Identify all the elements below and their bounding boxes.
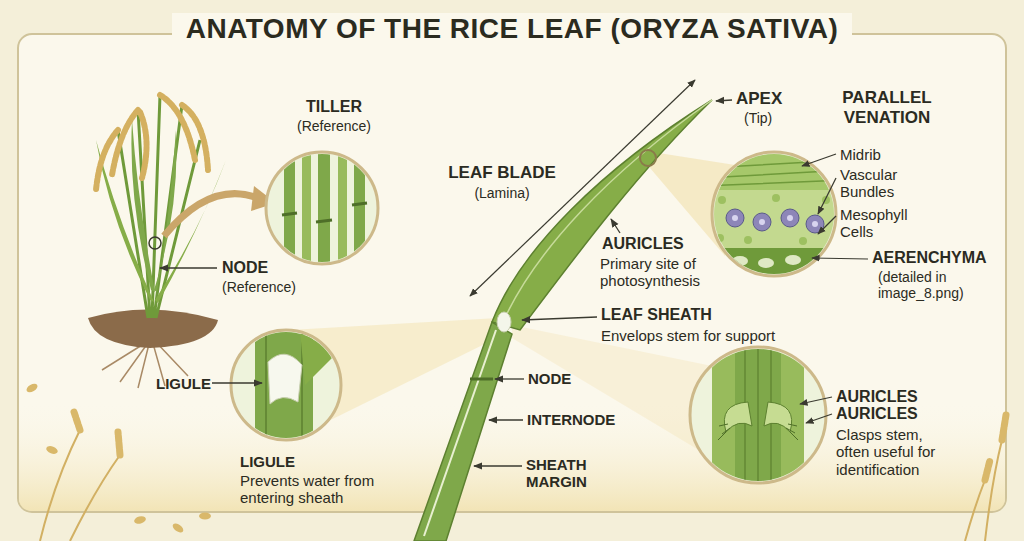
part-note: Midrib <box>840 146 881 163</box>
part-note: (Reference) <box>222 279 296 295</box>
part-label: LIGULE <box>240 453 295 470</box>
frame <box>18 34 1006 512</box>
part-note: Mesophyll Cells <box>840 206 920 241</box>
part-label: AURICLES <box>836 388 918 406</box>
rice-leaf <box>414 80 732 541</box>
auricle-zoom <box>690 345 832 485</box>
part-note: Envelops stem for support <box>601 327 775 344</box>
part-label: LEAF SHEATH <box>601 306 712 324</box>
part-note: (detailed in image_8.png) <box>878 269 996 301</box>
ligule-zoom <box>212 330 345 440</box>
part-note: (Lamina) <box>432 185 572 201</box>
part-note: Primary site of photosynthesis <box>600 255 714 290</box>
tiller-zoom <box>266 150 378 270</box>
part-label: SHEATH MARGIN <box>526 456 610 491</box>
part-note: Prevents water from entering sheath <box>240 472 380 507</box>
part-label: AERENCHYMA <box>872 249 987 267</box>
part-note: Vascular Bundles <box>840 166 920 201</box>
part-label: INTERNODE <box>527 411 615 428</box>
part-label: APEX <box>736 89 782 109</box>
part-label: NODE <box>528 370 571 387</box>
part-label: AURICLES <box>836 405 918 423</box>
part-label: TILLER <box>296 98 372 116</box>
wheat-decoration <box>25 382 1006 541</box>
part-note: Clasps stem, often useful for identifica… <box>836 426 958 478</box>
part-label: NODE <box>222 259 268 277</box>
title-bar: ANATOMY OF THE RICE LEAF (ORYZA SATIVA) <box>0 13 1024 45</box>
part-label: AURICLES <box>602 235 684 253</box>
part-note: (Reference) <box>286 118 382 134</box>
part-label: LIGULE <box>156 375 211 392</box>
part-label: PARALLEL VENATION <box>826 88 948 127</box>
diagram-title: ANATOMY OF THE RICE LEAF (ORYZA SATIVA) <box>172 13 853 45</box>
part-note: (Tip) <box>744 110 772 126</box>
part-label: LEAF BLADE <box>432 163 572 183</box>
